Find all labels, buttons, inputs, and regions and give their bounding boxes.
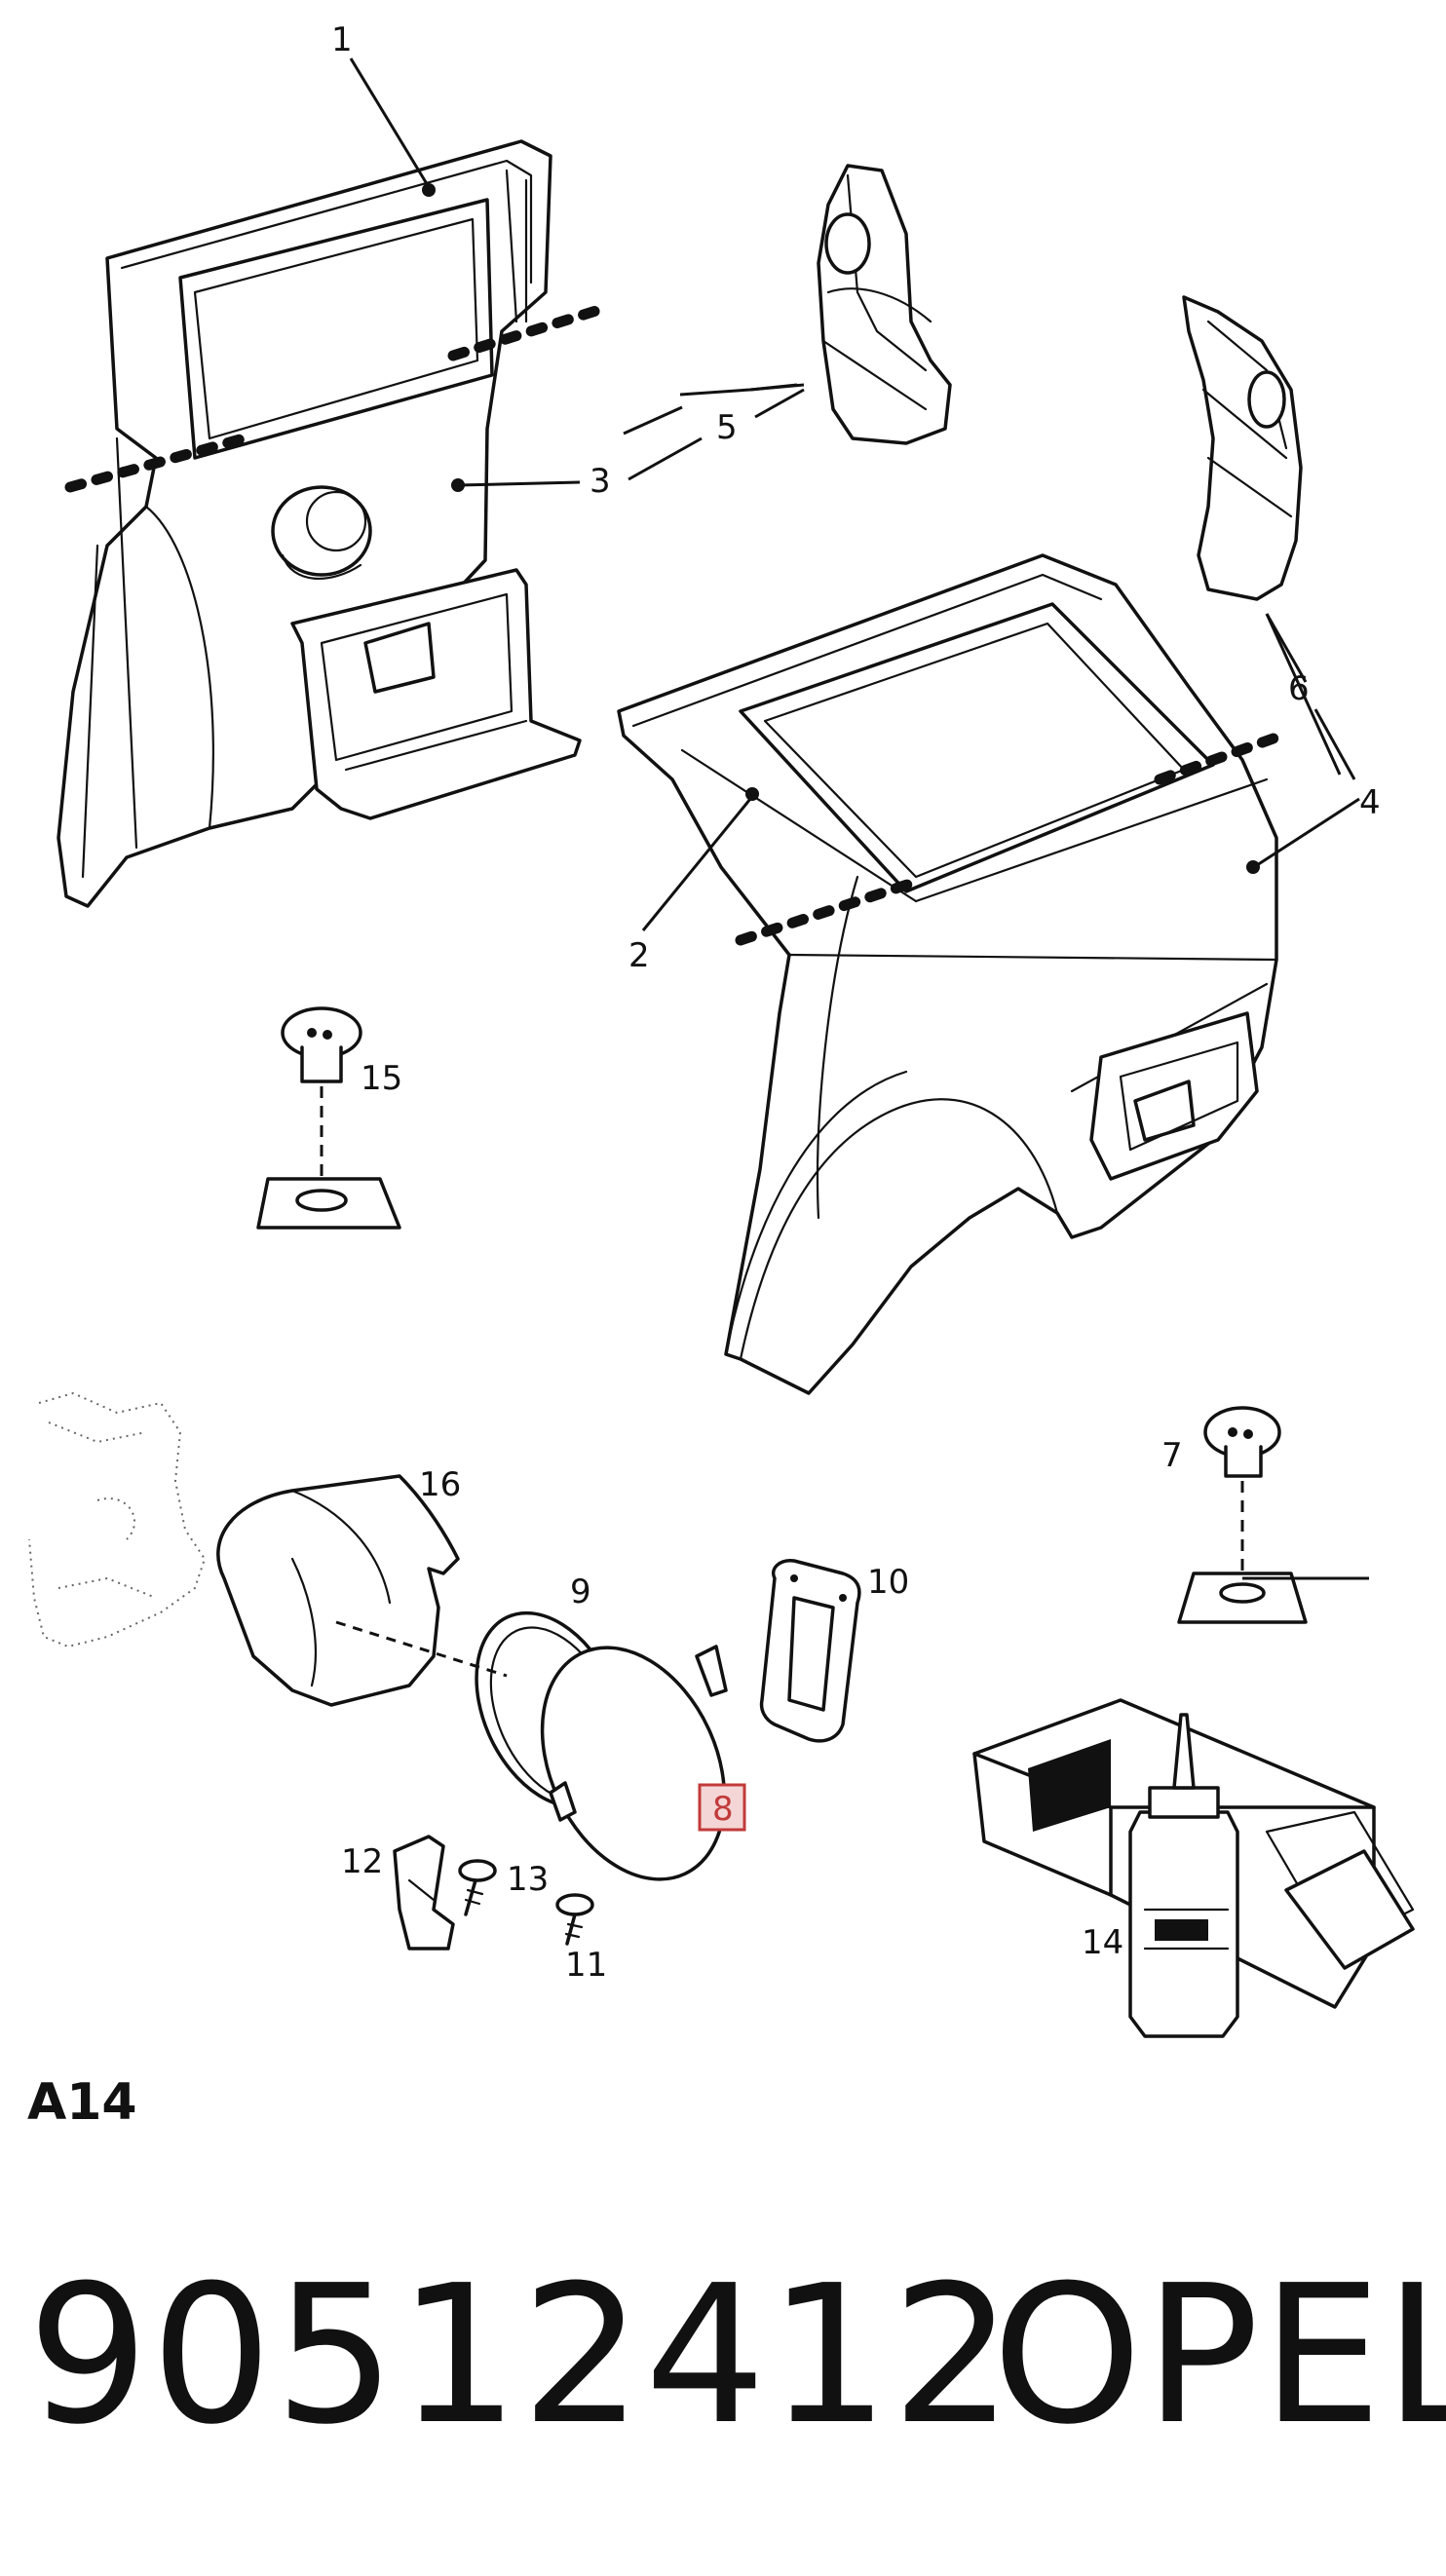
callout-3: 3 (590, 462, 611, 501)
leader-lines (349, 57, 1369, 1809)
callout-9: 9 (570, 1572, 591, 1611)
context-sketch (28, 1391, 207, 1648)
rear-panel-piece (1182, 295, 1303, 601)
gasket-part-10 (759, 1559, 861, 1743)
callout-6: 6 (1288, 669, 1310, 708)
clip-part-7 (1177, 1406, 1308, 1624)
rear-pillar-piece (817, 164, 952, 445)
callout-10: 10 (867, 1563, 909, 1602)
callout-14: 14 (1082, 1923, 1123, 1962)
callout-15: 15 (361, 1059, 402, 1098)
outer-side-panel (617, 553, 1287, 1395)
callout-labels: 1 3 5 6 4 2 15 16 7 9 10 12 13 11 14 (331, 20, 1381, 1985)
screw-part-13 (458, 1859, 497, 1916)
part-number: 90512412 (27, 2245, 1015, 2467)
callout-13: 13 (507, 1860, 549, 1899)
filler-housing-part-16 (216, 1474, 508, 1707)
callout-16: 16 (419, 1465, 461, 1504)
clip-part-15 (256, 1006, 401, 1230)
callout-8-highlight[interactable]: 8 (698, 1783, 746, 1832)
brand-name: OPEL (992, 2245, 1446, 2467)
callout-12: 12 (341, 1842, 383, 1881)
section-code: A14 (27, 2073, 137, 2132)
callout-5: 5 (716, 408, 738, 447)
callout-8: 8 (712, 1790, 734, 1829)
bracket-part-12 (393, 1835, 455, 1951)
screw-part-11 (555, 1893, 594, 1946)
highlight-box (698, 1783, 746, 1832)
inner-quarter-panel (57, 139, 605, 908)
fuel-flap-part-8 (540, 1645, 728, 1881)
callout-1: 1 (331, 20, 353, 59)
callout-2: 2 (628, 936, 650, 975)
adhesive-kit-part-14 (972, 1698, 1415, 2038)
callout-11: 11 (565, 1946, 607, 1985)
callout-7: 7 (1161, 1436, 1183, 1475)
callout-4: 4 (1359, 783, 1381, 822)
